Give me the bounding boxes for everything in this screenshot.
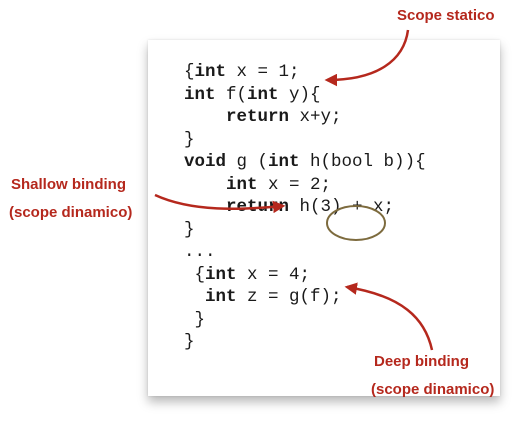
- code-line: }: [184, 309, 206, 331]
- shallow-scope-label: (scope dinamico): [9, 204, 133, 221]
- code-text: f(: [215, 84, 248, 105]
- code-keyword: int: [247, 84, 279, 105]
- code-line: int x = 2;: [184, 174, 331, 196]
- code-keyword: return: [226, 107, 290, 127]
- code-text: x = 1;: [226, 62, 300, 82]
- code-line: ...: [184, 241, 216, 263]
- shallow-binding-label: Shallow binding: [11, 176, 126, 193]
- code-text: x = 4;: [236, 264, 311, 285]
- code-keyword: int: [205, 264, 237, 285]
- code-text: z = g(f);: [236, 287, 342, 307]
- code-line: }: [184, 129, 195, 151]
- code-text: h(bool b)){: [299, 152, 426, 172]
- code-text: {: [184, 264, 206, 285]
- code-line: }: [184, 331, 195, 353]
- code-keyword: int: [194, 62, 227, 82]
- code-line: int f(int y){: [184, 84, 321, 106]
- code-text: y){: [278, 84, 321, 105]
- code-line: }: [184, 219, 195, 241]
- code-keyword: void: [184, 152, 227, 172]
- arrow-deep-binding: [344, 282, 434, 351]
- code-text: x+y;: [289, 107, 342, 127]
- code-line: int z = g(f);: [184, 286, 342, 308]
- code-text: }: [184, 309, 206, 330]
- deep-binding-label: Deep binding: [374, 353, 469, 370]
- code-text: }: [184, 219, 195, 240]
- code-keyword: int: [226, 174, 258, 195]
- code-line: {int x = 4;: [184, 264, 311, 286]
- code-text: {: [184, 62, 195, 82]
- code-line: return x+y;: [184, 106, 342, 128]
- code-text: x = 2;: [257, 174, 332, 195]
- scope-statico-label: Scope statico: [397, 7, 495, 24]
- code-line: {int x = 1;: [184, 61, 300, 83]
- code-text: ...: [184, 242, 216, 262]
- code-keyword: int: [184, 84, 216, 105]
- arrow-scope-statico: [324, 29, 410, 87]
- code-text: }: [184, 332, 195, 352]
- code-line: void g (int h(bool b)){: [184, 151, 426, 173]
- code-keyword: int: [205, 287, 237, 307]
- code-card: {int x = 1;int f(int y){ return x+y;}voi…: [148, 40, 500, 396]
- code-text: g (: [226, 152, 269, 172]
- deep-scope-label: (scope dinamico): [371, 381, 495, 398]
- code-text: }: [184, 129, 195, 150]
- code-keyword: int: [268, 152, 300, 172]
- call-circle: [326, 205, 386, 241]
- arrow-shallow-binding: [154, 193, 286, 214]
